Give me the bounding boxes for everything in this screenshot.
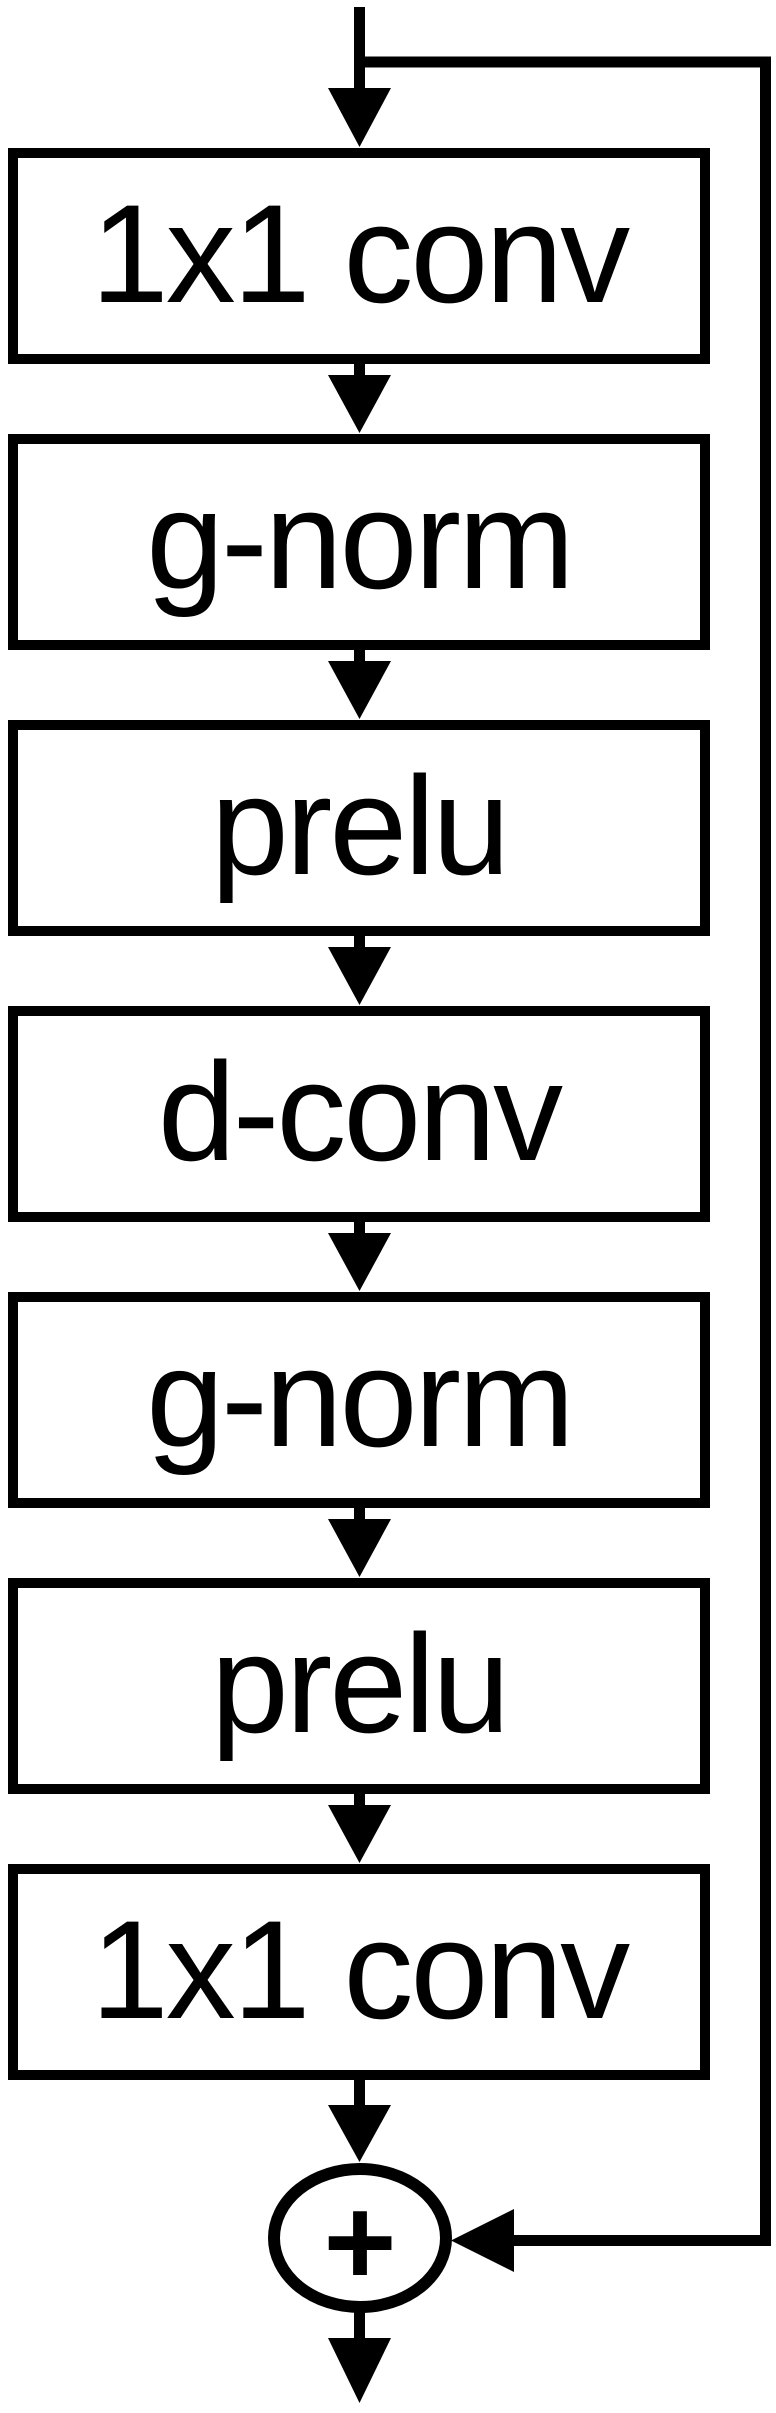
block-label: g-norm [146,461,574,618]
connector-arrow-5 [328,1508,391,1577]
input-arrow [328,7,391,147]
block-prelu-1: prelu [8,720,710,936]
input-arrowhead [328,88,391,147]
input-line [354,7,365,100]
connector-arrow-4 [328,1222,391,1291]
block-label: prelu [210,747,510,904]
connector-arrow-7 [328,2080,391,2162]
output-arrow [328,2310,391,2403]
block-label: 1x1 conv [90,1891,630,2048]
block-label: d-conv [157,1033,563,1190]
sum-circle [268,2163,452,2313]
connector-arrow-1 [328,364,391,433]
block-prelu-2: prelu [8,1578,710,1794]
connector-arrow-6 [328,1794,391,1863]
block-1x1-conv-2: 1x1 conv [8,1864,710,2080]
block-label: g-norm [146,1319,574,1476]
plus-icon: + [323,2172,397,2312]
connector-arrow-3 [328,936,391,1005]
block-label: prelu [210,1605,510,1762]
output-line [354,2310,365,2342]
block-1x1-conv-1: 1x1 conv [8,148,710,364]
output-arrowhead [328,2338,391,2403]
skip-connection-line [362,56,771,2246]
block-label: 1x1 conv [90,175,630,332]
block-g-norm-2: g-norm [8,1292,710,1508]
block-g-norm-1: g-norm [8,434,710,650]
block-d-conv: d-conv [8,1006,710,1222]
connector-arrow-2 [328,650,391,719]
skip-connection-arrowhead [451,2209,514,2272]
